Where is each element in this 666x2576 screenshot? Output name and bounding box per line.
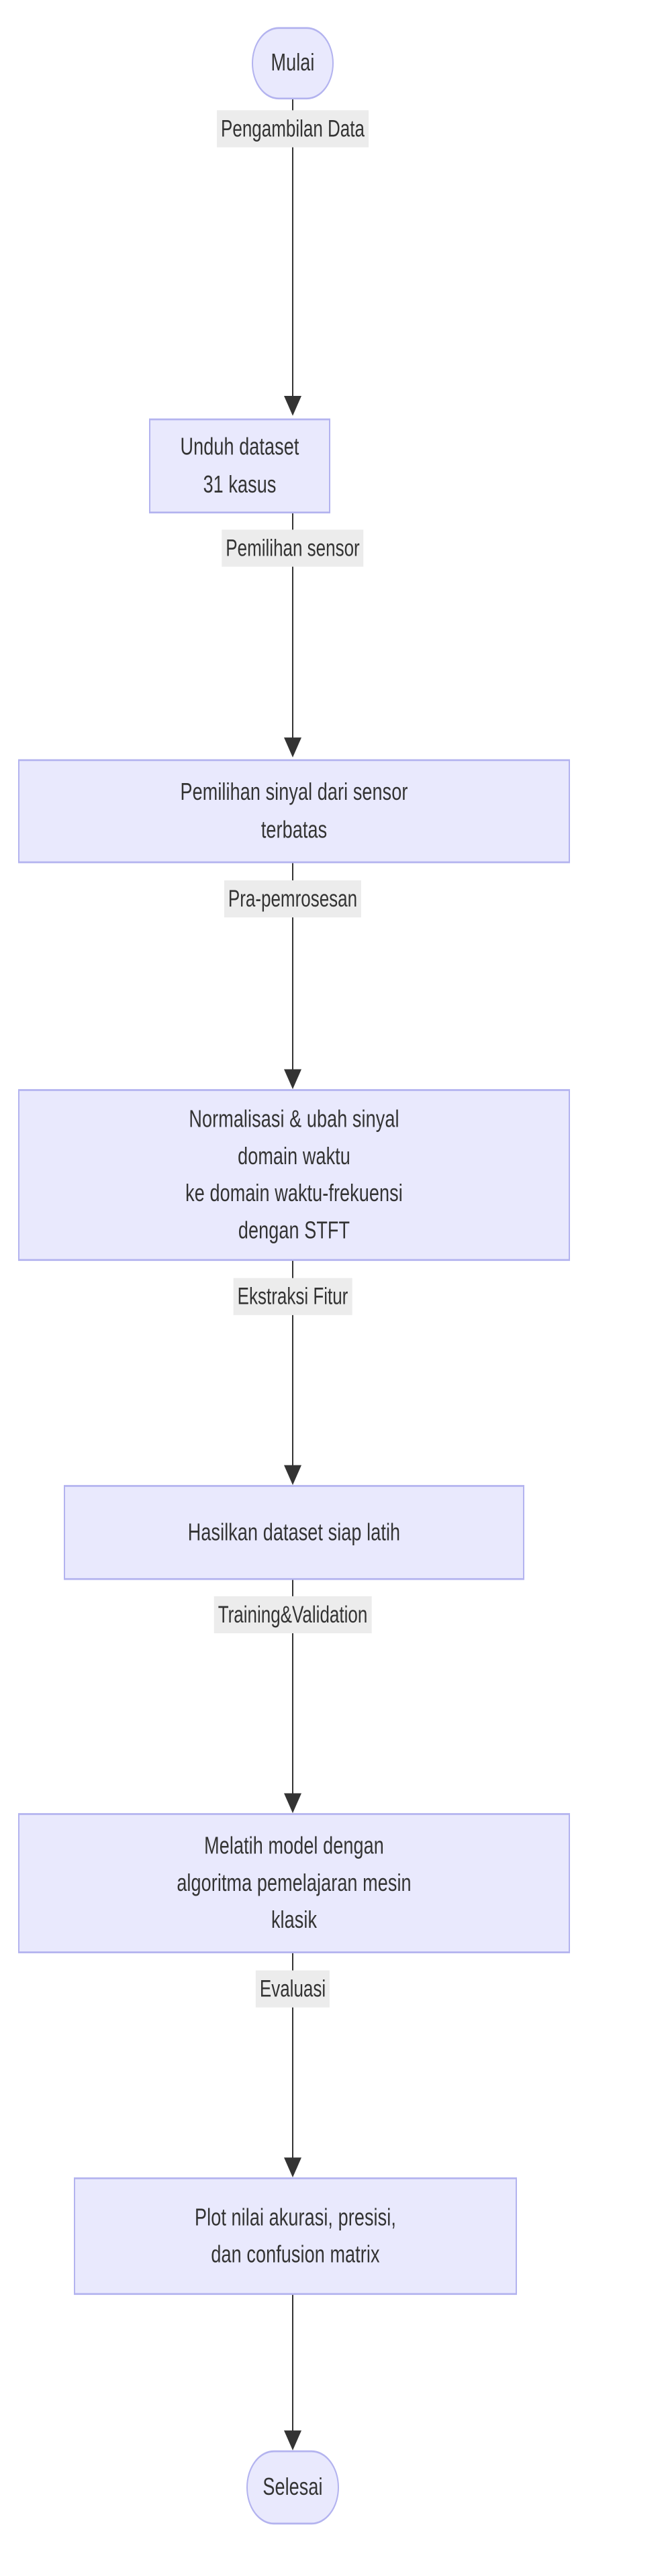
- node-plot-evaluasi-line-0: Plot nilai akurasi, presisi,: [195, 2203, 396, 2231]
- edge-label-pra-pemrosesan: Pra-pemrosesan: [224, 880, 362, 918]
- edge-label-ekstraksi-fitur: Ekstraksi Fitur: [233, 1278, 352, 1315]
- node-unduh-dataset-line-0: Unduh dataset: [180, 433, 299, 461]
- node-normalisasi-stft-line-0: Normalisasi & ubah sinyal: [189, 1105, 399, 1133]
- node-mulai[interactable]: Mulai: [252, 27, 334, 100]
- arrow-head-melatih-to-plot: [284, 2157, 301, 2177]
- node-normalisasi-stft-line-3: dengan STFT: [238, 1217, 350, 1244]
- arrow-head-dataset-to-melatih: [284, 1793, 301, 1814]
- node-dataset-siap-latih[interactable]: Hasilkan dataset siap latih: [64, 1485, 524, 1580]
- node-melatih-model-line-1: algoritma pemelajaran mesin: [177, 1869, 412, 1897]
- arrow-head-mulai-to-unduh: [284, 395, 301, 416]
- edge-label-pengambilan-data: Pengambilan Data: [217, 110, 369, 148]
- node-normalisasi-stft[interactable]: Normalisasi & ubah sinyal domain waktu k…: [18, 1089, 570, 1261]
- edge-line-mulai-to-unduh: [292, 99, 293, 398]
- node-plot-evaluasi-line-1: dan confusion matrix: [211, 2240, 380, 2268]
- node-normalisasi-stft-line-1: domain waktu: [238, 1142, 350, 1170]
- edge-label-evaluasi: Evaluasi: [255, 1970, 330, 2008]
- edge-line-unduh-to-pemilihan: [292, 513, 293, 739]
- arrow-head-unduh-to-pemilihan: [284, 737, 301, 758]
- node-melatih-model-line-2: klasik: [271, 1906, 318, 1934]
- node-normalisasi-stft-line-2: ke domain waktu-frekuensi: [185, 1179, 403, 1207]
- arrow-head-pemilihan-to-normalisasi: [284, 1069, 301, 1090]
- node-mulai-line-0: Mulai: [271, 49, 315, 76]
- node-selesai-line-0: Selesai: [263, 2473, 323, 2501]
- edge-line-melatih-to-plot: [292, 1953, 293, 2160]
- arrow-head-plot-to-selesai: [284, 2430, 301, 2451]
- node-melatih-model[interactable]: Melatih model dengan algoritma pemelajar…: [18, 1813, 570, 1953]
- edge-label-pemilihan-sensor: Pemilihan sensor: [222, 529, 364, 567]
- node-plot-evaluasi[interactable]: Plot nilai akurasi, presisi, dan confusi…: [74, 2177, 517, 2296]
- node-pemilihan-sinyal[interactable]: Pemilihan sinyal dari sensor terbatas: [18, 759, 570, 864]
- node-melatih-model-line-0: Melatih model dengan: [204, 1832, 384, 1859]
- node-selesai[interactable]: Selesai: [246, 2450, 339, 2525]
- arrow-head-normalisasi-to-dataset: [284, 1465, 301, 1486]
- edge-line-normalisasi-to-dataset: [292, 1261, 293, 1467]
- node-dataset-siap-latih-line-0: Hasilkan dataset siap latih: [187, 1518, 401, 1546]
- edge-line-dataset-to-melatih: [292, 1580, 293, 1796]
- node-pemilihan-sinyal-line-1: terbatas: [260, 815, 328, 843]
- edge-line-plot-to-selesai: [292, 2295, 293, 2432]
- node-pemilihan-sinyal-line-0: Pemilihan sinyal dari sensor: [180, 778, 408, 806]
- edge-label-training-validation: Training&Validation: [213, 1596, 372, 1633]
- node-unduh-dataset[interactable]: Unduh dataset 31 kasus: [149, 418, 330, 514]
- edge-line-pemilihan-to-normalisasi: [292, 863, 293, 1072]
- node-unduh-dataset-line-1: 31 kasus: [203, 470, 277, 498]
